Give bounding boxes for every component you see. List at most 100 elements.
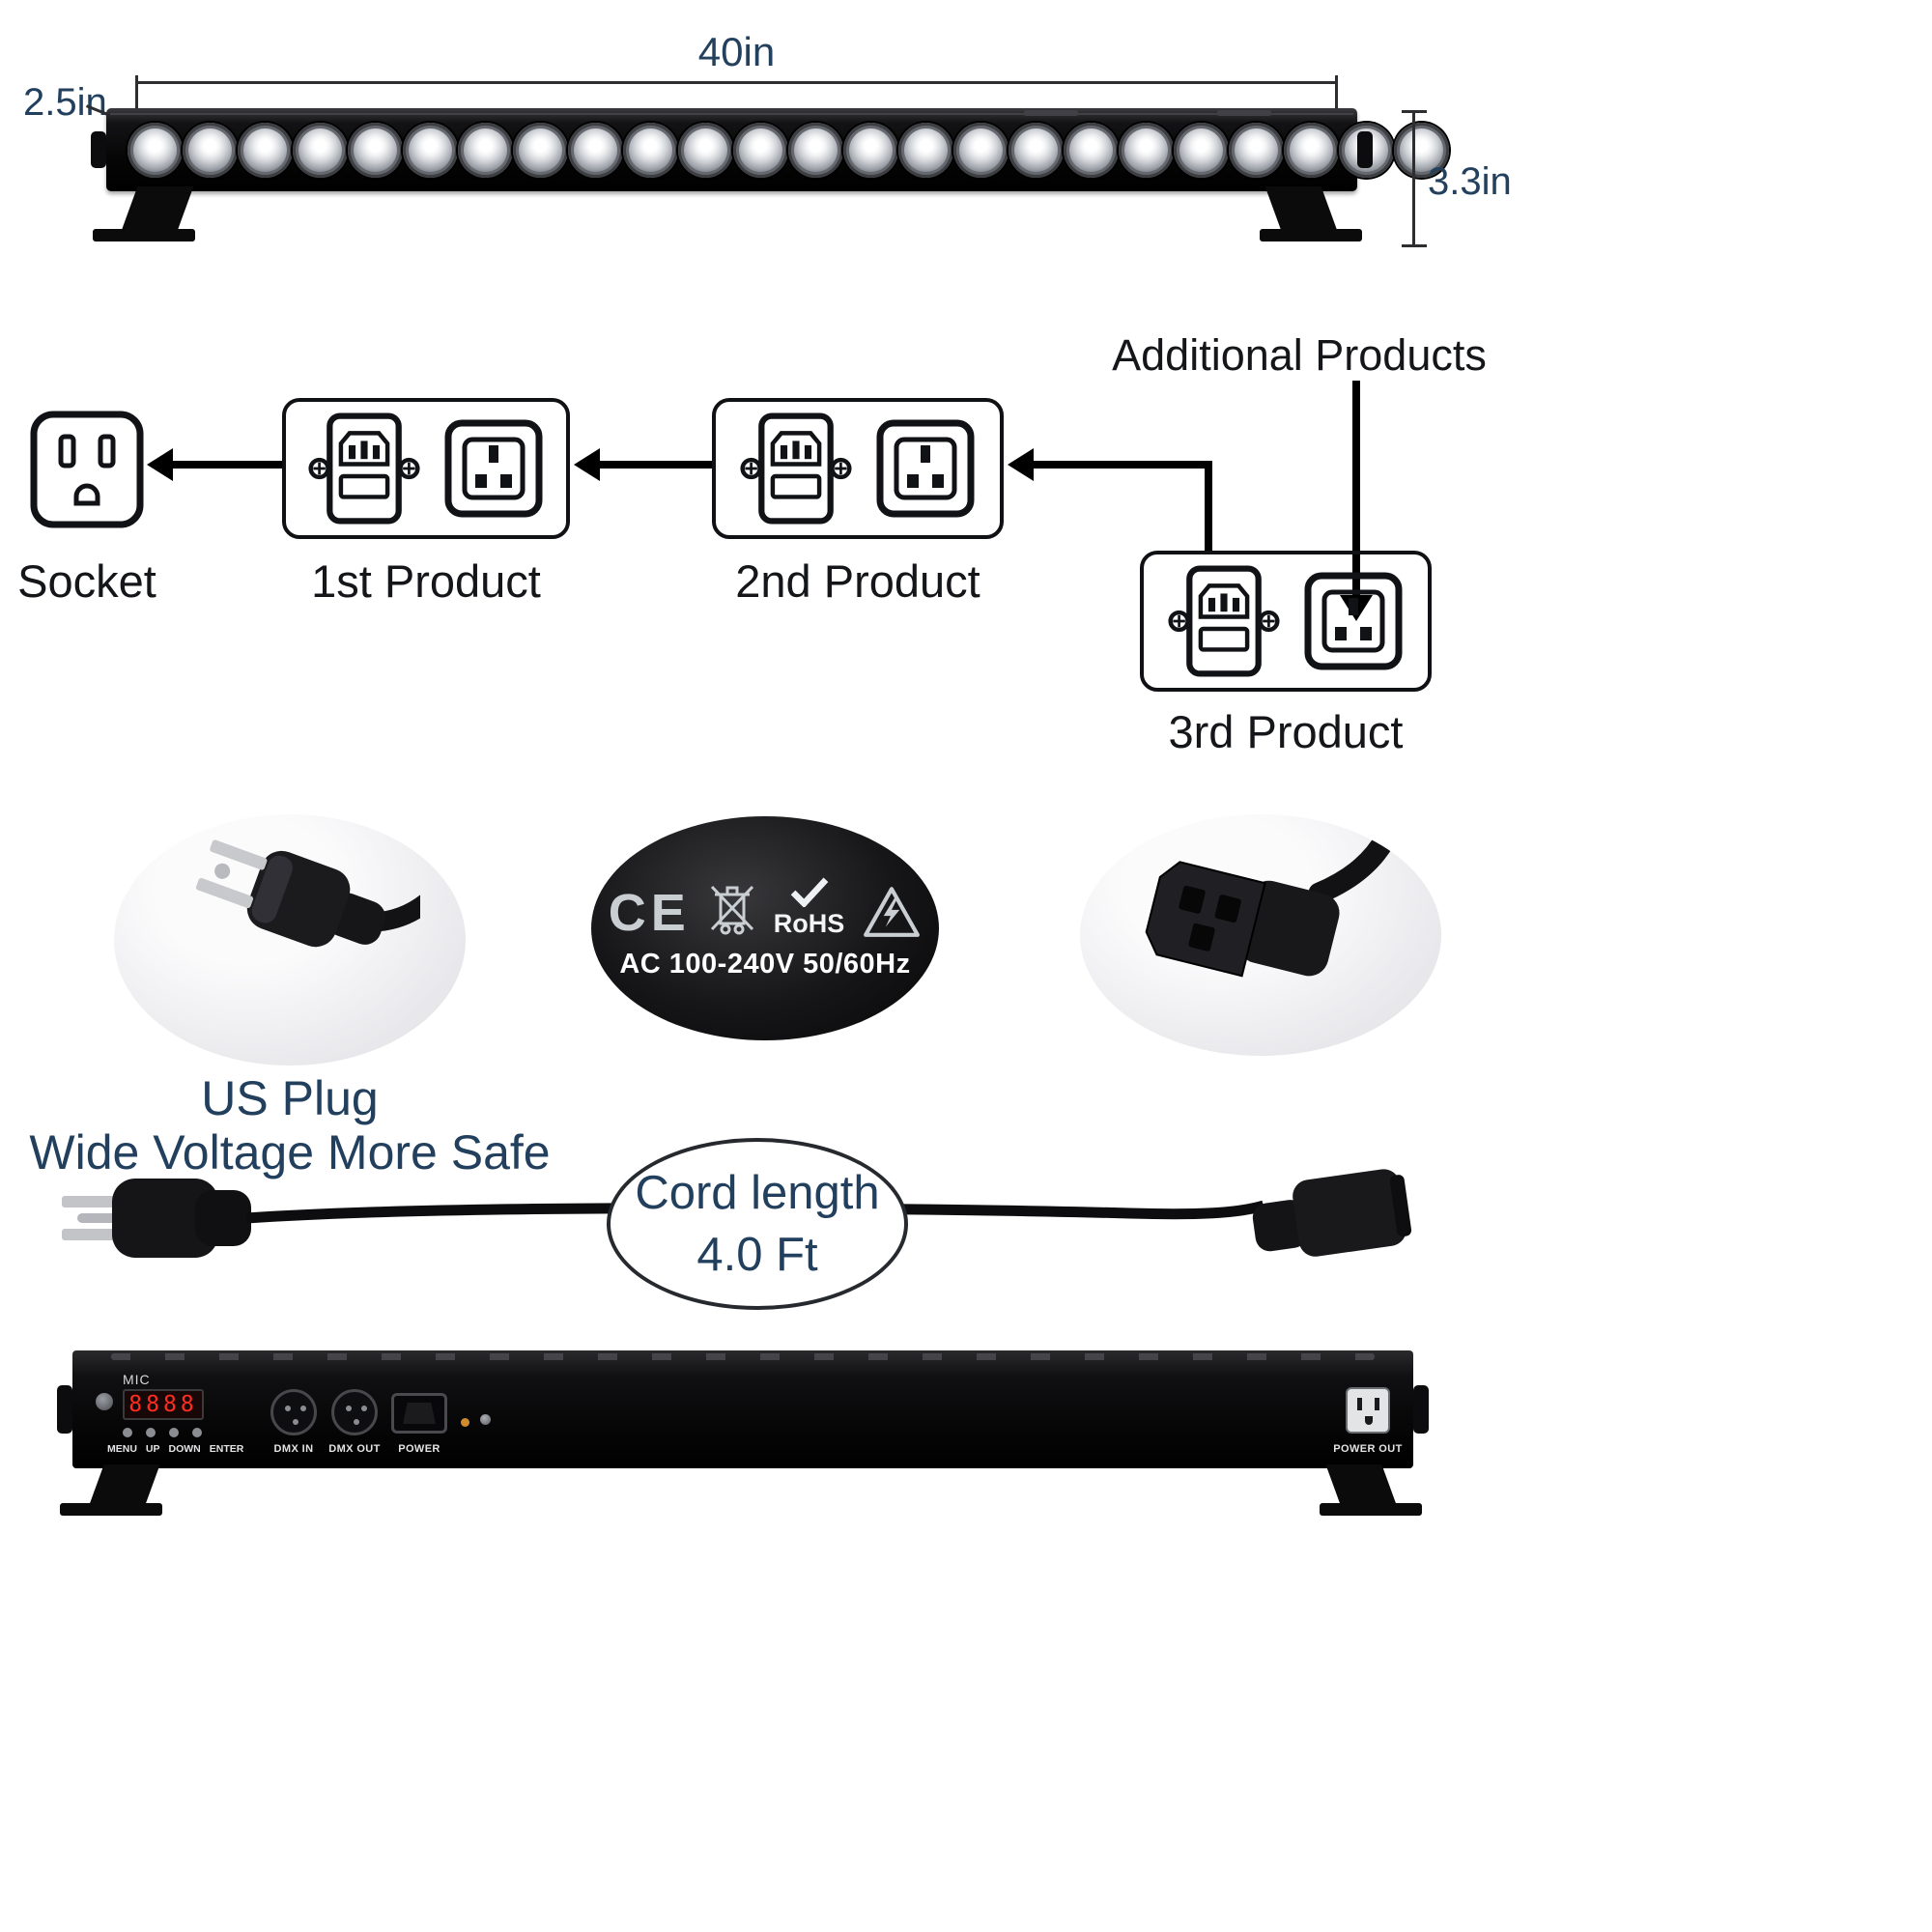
endcap-right xyxy=(1357,131,1373,168)
certification-marks: CE xyxy=(609,876,923,980)
screw xyxy=(480,1414,491,1425)
led-lens xyxy=(1009,122,1064,178)
bracket-arm xyxy=(1264,186,1338,231)
led-lens xyxy=(1119,122,1174,178)
panel-button-label: MENU xyxy=(107,1443,137,1455)
led-lens xyxy=(403,122,458,178)
width-dimension-line xyxy=(135,75,1338,120)
additional-products-arrow-line xyxy=(1352,381,1360,597)
iec-connector-photo xyxy=(1080,814,1441,1056)
us-plug-title: US Plug xyxy=(201,1071,379,1125)
product1-label: 1st Product xyxy=(311,555,541,607)
led-lens xyxy=(623,122,678,178)
iec-inlet-icon xyxy=(1168,565,1280,677)
panel-button xyxy=(123,1428,132,1437)
power-cord xyxy=(62,1169,1412,1258)
power-inlet xyxy=(391,1393,447,1434)
dmx-out-connector xyxy=(331,1389,378,1435)
led-lens xyxy=(293,122,348,178)
elbow-horizontal-line xyxy=(1031,461,1212,469)
led-lens xyxy=(733,122,788,178)
panel-button-label: UP xyxy=(145,1443,160,1455)
mounting-bracket-right xyxy=(1260,186,1362,242)
power-label: POWER xyxy=(398,1443,440,1455)
panel-button xyxy=(169,1428,179,1437)
led-lens xyxy=(568,122,623,178)
power-out-label: POWER OUT xyxy=(1333,1443,1403,1455)
display-value: 8888 xyxy=(128,1392,198,1417)
panel-buttons xyxy=(123,1428,202,1437)
fuse-indicator xyxy=(461,1418,469,1427)
bracket-foot xyxy=(1320,1503,1422,1516)
us-plug-subtitle: Wide Voltage More Safe xyxy=(29,1125,551,1179)
power-outlet-icon xyxy=(876,419,975,518)
led-lens xyxy=(238,122,293,178)
iec-inlet-icon xyxy=(308,412,420,525)
cord-length-badge: Cord length 4.0 Ft xyxy=(607,1138,908,1310)
led-lens xyxy=(898,122,953,178)
product1-box xyxy=(282,398,570,539)
checkmark-icon xyxy=(790,877,828,907)
power-outlet-icon xyxy=(1304,572,1403,670)
led-lens xyxy=(788,122,843,178)
socket-label: Socket xyxy=(17,555,156,607)
rear-vent-dots xyxy=(111,1353,1375,1360)
mounting-bracket-left xyxy=(93,186,195,242)
bracket-foot xyxy=(1260,229,1362,242)
arrowhead-to-socket xyxy=(147,448,173,481)
product3-label: 3rd Product xyxy=(1168,706,1404,757)
panel-button-label: ENTER xyxy=(209,1443,244,1455)
product2-box xyxy=(712,398,1004,539)
dmx-in-label: DMX IN xyxy=(273,1443,314,1455)
endcap-right xyxy=(1413,1385,1429,1434)
bracket-arm xyxy=(89,1464,160,1505)
arrow-line-1 xyxy=(170,461,283,469)
us-plug-icon xyxy=(195,839,420,948)
panel-button xyxy=(146,1428,156,1437)
led-lens xyxy=(458,122,513,178)
led-lens xyxy=(843,122,898,178)
cord-length-line2: 4.0 Ft xyxy=(696,1229,818,1281)
voltage-rating: AC 100-240V 50/60Hz xyxy=(619,949,911,980)
rohs-label: RoHS xyxy=(773,909,845,938)
power-out-outlet xyxy=(1346,1387,1390,1434)
height-dimension-label: 3.3in xyxy=(1428,160,1512,203)
height-dimension-line xyxy=(1402,110,1427,247)
led-lens xyxy=(513,122,568,178)
led-row xyxy=(106,108,1449,191)
additional-products-label: Additional Products xyxy=(1112,330,1487,380)
certification-badge: CE xyxy=(591,816,939,1040)
product3-box xyxy=(1140,551,1432,692)
wall-socket-icon xyxy=(30,411,144,528)
bracket-foot xyxy=(93,229,195,242)
led-bar-front xyxy=(91,108,1449,191)
panel-button xyxy=(192,1428,202,1437)
bracket-foot xyxy=(60,1503,162,1516)
arrow-line-2 xyxy=(597,461,712,469)
led-lens xyxy=(1284,122,1339,178)
weee-bin-icon xyxy=(710,885,753,935)
arrowhead-to-product1 xyxy=(574,448,600,481)
mounting-bracket-right-back xyxy=(1320,1464,1422,1520)
depth-dimension-label: 2.5in xyxy=(23,81,107,124)
top-button-detail xyxy=(1217,110,1271,116)
led-lens xyxy=(678,122,733,178)
led-lens xyxy=(953,122,1009,178)
arrowhead-to-product2 xyxy=(1008,448,1034,481)
iec-c13-connector-icon xyxy=(1145,833,1397,978)
mounting-bracket-left-back xyxy=(60,1464,162,1520)
bracket-arm xyxy=(1325,1464,1397,1505)
mic-label: MIC xyxy=(123,1372,151,1387)
led-lens xyxy=(128,122,183,178)
led-display: 8888 xyxy=(123,1389,204,1420)
high-voltage-icon xyxy=(864,887,921,937)
mic-knob xyxy=(96,1393,113,1410)
led-lens xyxy=(1174,122,1229,178)
led-lens xyxy=(1394,122,1449,178)
iec-inlet-icon xyxy=(740,412,852,525)
bracket-arm xyxy=(121,186,194,231)
dmx-out-label: DMX OUT xyxy=(328,1443,381,1455)
